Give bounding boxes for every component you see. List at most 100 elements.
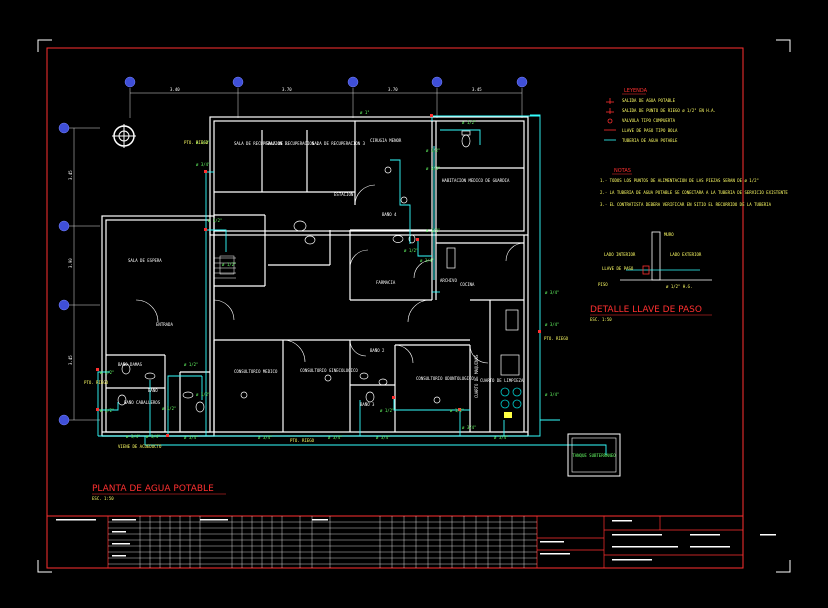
legend-title: LEYENDA — [624, 88, 648, 94]
svg-text:PTO. RIEGO: PTO. RIEGO — [184, 140, 209, 145]
valve-detail: MURO LADO INTERIOR LADO EXTERIOR LLAVE D… — [590, 231, 712, 322]
water-pipes — [97, 114, 607, 455]
axis-dim-4: 3.45 — [472, 87, 482, 92]
room-consultorio-medico: CONSULTORIO MEDICO — [234, 369, 278, 374]
equipment — [500, 387, 522, 409]
room-bano: BAÑO — [148, 388, 158, 393]
plan-scale: ESC. 1:50 — [92, 496, 114, 501]
svg-text:PTO. RIEGO: PTO. RIEGO — [544, 336, 569, 341]
room-sala-rec-1: SALA DE RECUPERACION 1 — [234, 141, 288, 146]
pipe-annotations: ø 1/2" ø 3/4" ø 1" ø 1/2" ø 1/2" ø 3/4" … — [84, 110, 569, 449]
north-arrow-icon — [112, 124, 136, 148]
axis-dim-1: 3.40 — [170, 87, 180, 92]
room-sala-rec-2: SALA DE RECUPERACION 2 — [266, 141, 320, 146]
crop-marks — [37, 39, 791, 573]
detail-scale: ESC. 1:50 — [590, 317, 612, 322]
svg-text:ø 3/4": ø 3/4" — [494, 435, 508, 440]
svg-text:ø 1/2": ø 1/2" — [100, 370, 114, 375]
svg-text:ø 1/2": ø 1/2" — [426, 228, 440, 233]
room-sala-espera: SALA DE ESPERA — [128, 258, 162, 263]
room-sala-rec-3: SALA DE RECUPERACION 3 — [312, 141, 366, 146]
room-habitacion: HABITACION MEDICO DE GUARDIA — [442, 178, 510, 183]
axis-dim-2: 3.70 — [282, 87, 292, 92]
axis-dim-b: 3.90 — [68, 258, 73, 268]
svg-text:ø 3/4": ø 3/4" — [146, 434, 160, 439]
svg-text:ø 3/4": ø 3/4" — [376, 435, 390, 440]
room-bano-2: BAÑO 2 — [370, 348, 385, 353]
detail-title: DETALLE LLAVE DE PASO — [590, 305, 702, 315]
legend-item-3: VALVULA TIPO COMPUERTA — [622, 118, 676, 123]
room-bano-4: BAÑO 4 — [382, 212, 397, 217]
room-bano-caballeros: BAÑO CABALLEROS — [124, 400, 161, 405]
room-cuarto-maquinas: CUARTO DE MAQUINAS — [474, 354, 479, 398]
room-labels: SALA DE RECUPERACION 1 SALA DE RECUPERAC… — [118, 138, 524, 407]
svg-text:ø 1/2": ø 1/2" — [184, 362, 198, 367]
plan-title-text: PLANTA DE AGUA POTABLE — [92, 484, 214, 494]
svg-text:ø 3/4": ø 3/4" — [426, 166, 440, 171]
room-consultorio-gineco: CONSULTORIO GINECOLOGICO — [300, 368, 358, 373]
svg-text:ø 1/2": ø 1/2" — [426, 148, 440, 153]
note-2: 2.- LA TUBERIA DE AGUA POTABLE SE CONECT… — [600, 190, 788, 195]
plumbing-fixtures — [117, 130, 520, 413]
note-1: 1.- TODOS LOS PUNTOS DE ALIMENTACION DE … — [600, 178, 759, 183]
axis-dim-c: 3.45 — [68, 355, 73, 365]
note-3: 3.- EL CONTRATISTA DEBERA VERIFICAR EN S… — [600, 202, 772, 207]
svg-text:ø 3/4": ø 3/4" — [184, 435, 198, 440]
title-block-grid — [108, 516, 537, 568]
legend: LEYENDA SALIDA DE AGUA POTABLE SALIDA DE… — [604, 88, 716, 143]
plan-title: PLANTA DE AGUA POTABLE ESC. 1:50 — [92, 484, 226, 501]
title-block-marks — [56, 519, 776, 561]
svg-text:ø 3/4": ø 3/4" — [462, 425, 476, 430]
legend-item-4: LLAVE DE PASO TIPO BOLA — [622, 128, 678, 133]
svg-text:ø 1": ø 1" — [360, 110, 370, 115]
door-swings — [135, 184, 525, 364]
underground-tank: TANQUE SUBTERRANEO — [567, 433, 621, 477]
svg-text:PTO. RIEGO: PTO. RIEGO — [290, 438, 315, 443]
room-bano-3: BAÑO 3 — [360, 402, 375, 407]
axis-grid-left: 3.45 3.90 3.45 — [58, 122, 100, 426]
room-entrada: ENTRADA — [156, 322, 173, 327]
stairs — [214, 255, 236, 279]
svg-text:MURO: MURO — [664, 232, 674, 237]
svg-text:ø 1/2": ø 1/2" — [196, 392, 210, 397]
notes-title: NOTAS — [614, 168, 631, 174]
svg-text:PISO: PISO — [598, 282, 608, 287]
room-consultorio-odonto: CONSULTORIO ODONTOLOGICO — [416, 376, 474, 381]
svg-text:ø 1/2": ø 1/2" — [222, 262, 236, 267]
svg-text:ø 1/2": ø 1/2" — [462, 120, 476, 125]
svg-text:ø 1/2": ø 1/2" — [208, 218, 222, 223]
room-cuarto-limpieza: CUARTO DE LIMPIEZA — [480, 378, 524, 383]
room-farmacia: FARMACIA — [376, 280, 396, 285]
room-estacion: ESTACION — [334, 192, 354, 197]
svg-text:ø 1/2": ø 1/2" — [380, 408, 394, 413]
svg-text:ø 3/4": ø 3/4" — [126, 434, 140, 439]
svg-text:ø 1/2": ø 1/2" — [450, 408, 464, 413]
axis-dim-3: 3.70 — [388, 87, 398, 92]
svg-text:LLAVE DE PASO: LLAVE DE PASO — [602, 266, 634, 271]
svg-text:LADO EXTERIOR: LADO EXTERIOR — [670, 252, 702, 257]
axis-dim-a: 3.45 — [68, 170, 73, 180]
floor-plan-walls — [101, 116, 529, 437]
legend-item-2: SALIDA DE PUNTO DE RIEGO ø 1/2" EN H.A. — [622, 108, 716, 113]
svg-text:ø 3/4": ø 3/4" — [545, 322, 559, 327]
room-cirugia-menor: CIRUGIA MENOR — [370, 138, 402, 143]
svg-text:ø 3/4": ø 3/4" — [545, 290, 559, 295]
svg-text:ø 3/4": ø 3/4" — [420, 258, 434, 263]
svg-text:ø 1/2": ø 1/2" — [162, 406, 176, 411]
room-cocina: COCINA — [460, 282, 475, 287]
svg-text:PTO. RIEGO: PTO. RIEGO — [84, 380, 109, 385]
legend-item-5: TUBERIA DE AGUA POTABLE — [622, 138, 678, 143]
svg-text:ø 3/4": ø 3/4" — [545, 392, 559, 397]
valve-markers — [96, 114, 541, 437]
svg-text:ø 1/2": ø 1/2" — [196, 140, 210, 145]
room-bano-damas: BAÑO DAMAS — [118, 362, 143, 367]
svg-text:ø 1/2": ø 1/2" — [404, 248, 418, 253]
water-heater — [504, 412, 512, 418]
svg-text:ø 3/4": ø 3/4" — [258, 435, 272, 440]
axis-grid-top: 3.40 3.70 3.70 3.45 — [124, 76, 528, 118]
svg-text:ø 1/2": ø 1/2" — [100, 408, 114, 413]
svg-text:ø 3/4": ø 3/4" — [196, 162, 210, 167]
svg-text:ø 1/2" H.G.: ø 1/2" H.G. — [666, 284, 693, 289]
notes: NOTAS 1.- TODOS LOS PUNTOS DE ALIMENTACI… — [600, 168, 788, 207]
